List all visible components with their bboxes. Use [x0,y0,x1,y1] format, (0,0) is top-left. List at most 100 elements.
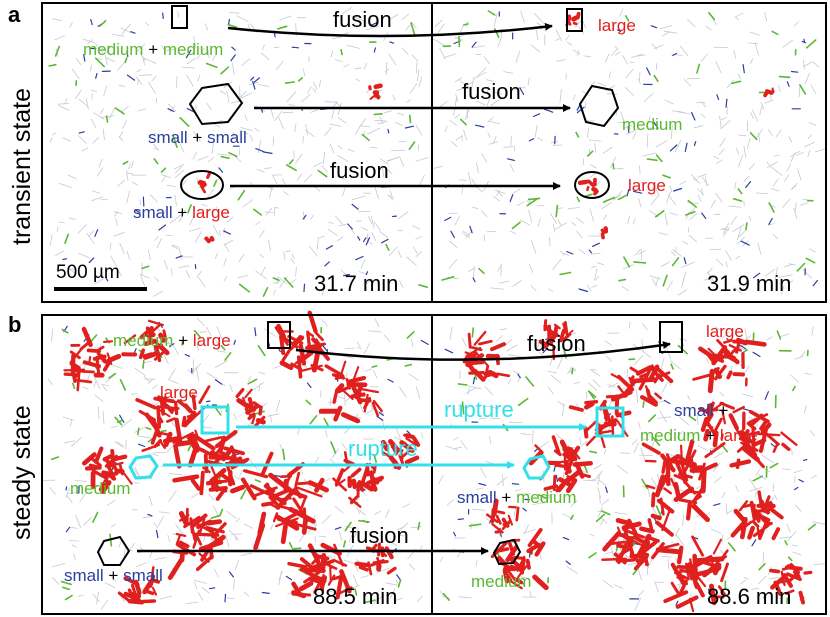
fiber [385,61,388,75]
fiber [372,596,383,605]
fiber [705,357,709,363]
fiber [509,164,515,173]
large-cluster [359,466,369,487]
fiber [241,58,251,66]
fiber [96,591,99,605]
time-a-right: 31.9 min [707,271,791,296]
fiber [355,220,362,222]
fiber [201,586,210,594]
large-cluster [469,360,485,366]
fiber [471,327,475,338]
fiber [107,499,116,506]
fiber [184,353,191,357]
fiber [418,76,423,88]
fiber [268,186,275,190]
fiber [735,485,739,493]
fiber [448,212,458,215]
fiber [158,341,172,345]
fiber [751,539,757,547]
fiber [100,108,104,114]
fiber [454,215,460,226]
fiber [654,210,665,218]
large-cluster [769,568,781,574]
large-cluster [373,94,381,99]
fiber [791,182,798,191]
fiber [490,97,503,106]
fiber [223,257,227,266]
large-cluster [189,521,197,542]
fiber [257,344,266,357]
fiber [511,221,521,230]
large-cluster [112,454,128,462]
large-cluster [143,338,158,346]
fiber [186,58,196,65]
fiber [697,445,708,451]
fiber [238,283,250,293]
fiber [725,250,732,262]
fiber [768,129,773,137]
fiber [288,104,296,106]
fiber [471,41,477,48]
fiber [305,399,312,406]
large-cluster [558,484,566,493]
fiber [576,196,581,203]
fiber [557,357,563,369]
fiber [719,115,722,128]
fiber [555,204,559,218]
fiber [778,274,793,278]
fiber [506,344,518,352]
large-cluster [209,450,224,461]
fiber [768,577,780,580]
fiber [493,195,501,202]
fiber [85,98,89,110]
large-cluster [645,484,656,490]
fiber [161,45,166,53]
large-cluster [614,394,620,416]
large-cluster [747,525,755,540]
fiber [177,11,180,18]
fiber [217,153,231,156]
fiber [96,58,103,60]
fiber [226,216,234,223]
fiber [87,39,93,45]
fiber [636,389,638,404]
fiber [274,110,283,121]
fiber [683,78,691,87]
fiber [167,534,171,543]
fiber [108,108,115,120]
fiber [454,113,461,119]
fiber [301,94,311,103]
fiber [696,414,699,426]
large-cluster [343,458,355,466]
fiber [788,135,792,143]
fiber [713,155,720,160]
fiber [71,68,80,79]
fiber [255,221,261,226]
large-cluster [803,570,813,575]
fiber [181,66,196,69]
fiber [610,156,616,168]
large-cluster [358,565,369,572]
fiber [237,189,246,201]
fiber [709,275,712,284]
fiber [583,479,597,482]
fiber [174,169,185,178]
fiber [697,173,708,178]
large-cluster [651,492,656,508]
fiber [437,23,445,33]
fiber [167,103,177,113]
fiber [570,500,578,507]
fiber [339,223,347,227]
fiber [417,521,421,531]
large-cluster [571,15,579,22]
fiber [167,368,176,381]
fiber [398,534,406,537]
fiber [201,203,208,207]
fiber [743,145,747,158]
fiber [72,382,76,390]
fiber [303,283,306,293]
fiber [404,125,414,129]
fiber [260,266,266,275]
fiber [341,442,348,451]
fiber [517,397,529,407]
